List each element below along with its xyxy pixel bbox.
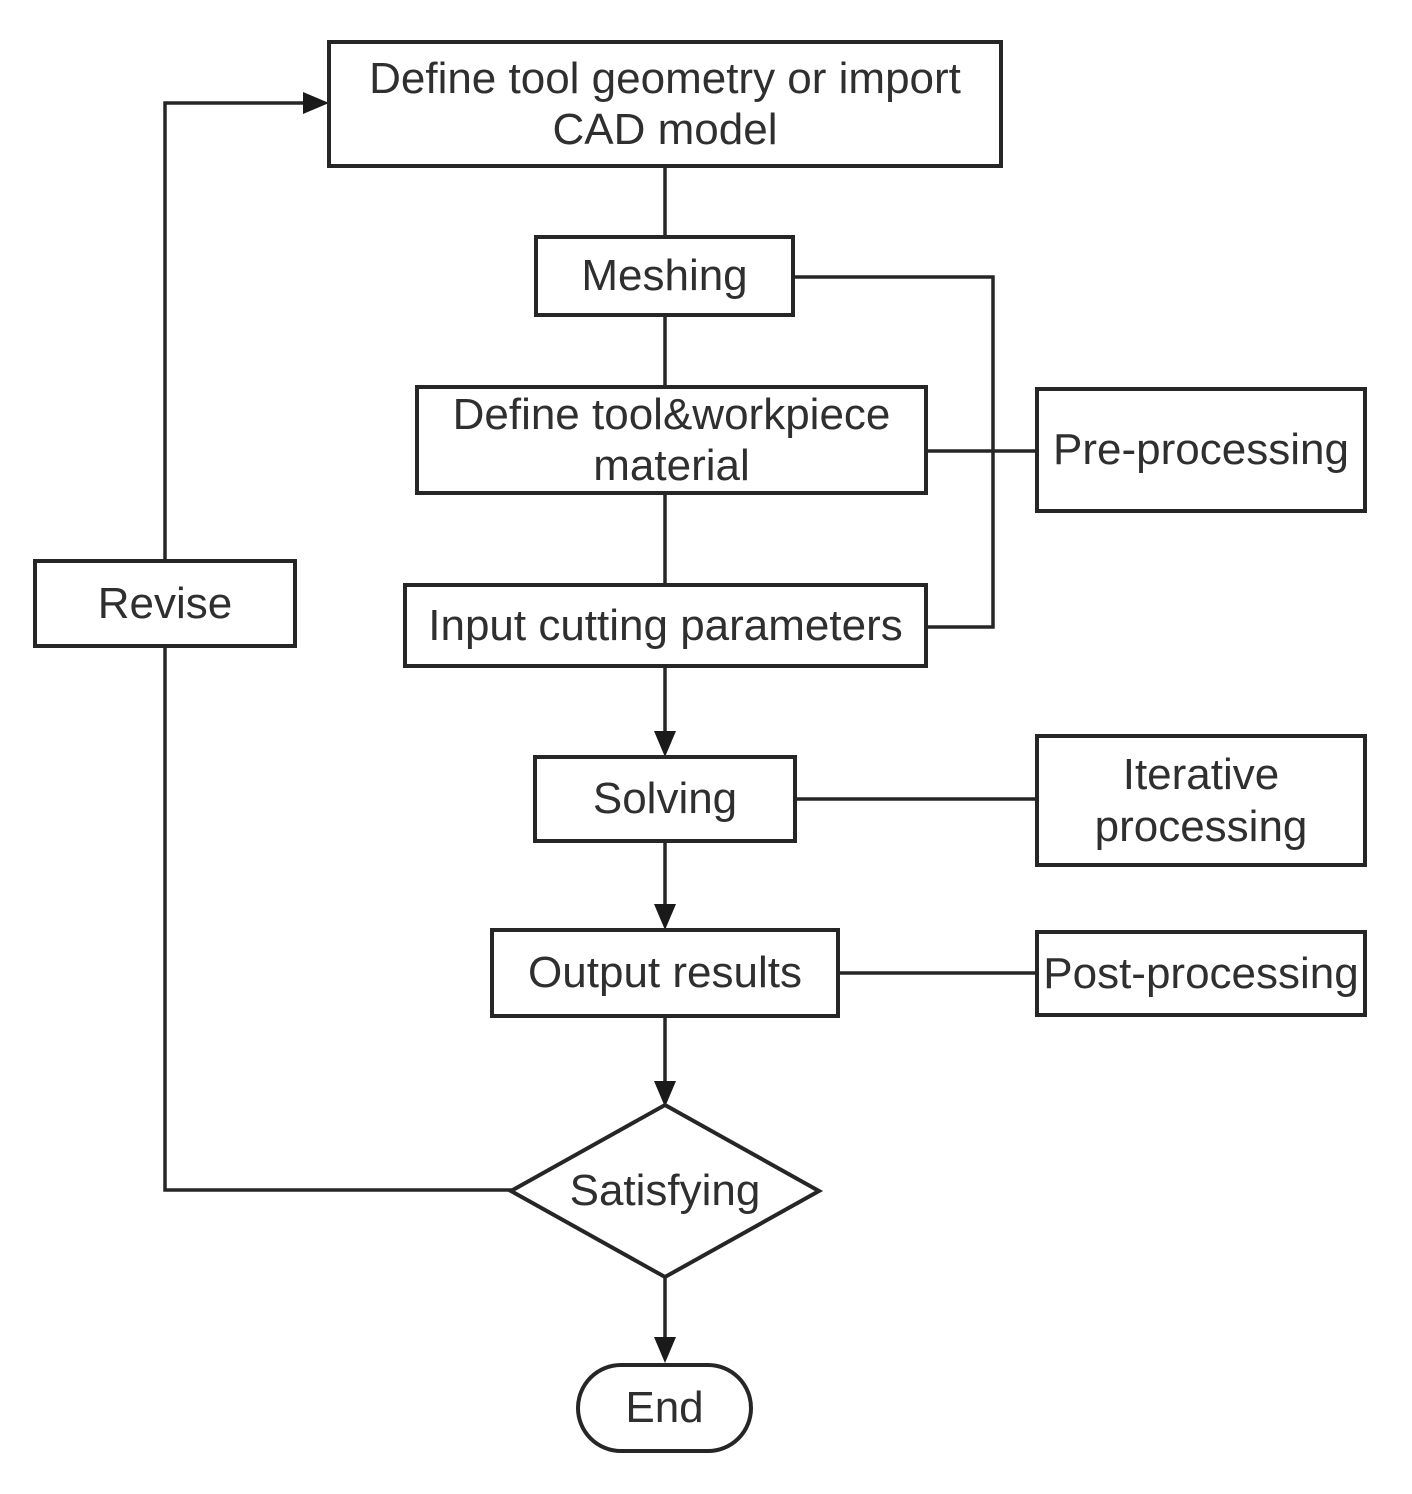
node-solving: Solving [533,755,797,843]
node-meshing-label: Meshing [581,251,748,301]
node-end-terminator-label: End [625,1383,704,1433]
node-define-material-label: Define tool&workpiece material [452,389,891,490]
satisfying-decision-shape [506,1102,824,1280]
node-define-material: Define tool&workpiece material [415,385,928,495]
node-define-tool-geometry-label: Define tool geometry or import CAD model [369,53,961,154]
node-revise: Revise [33,559,297,648]
node-define-tool-geometry: Define tool geometry or import CAD model [327,40,1003,168]
arrowhead-icon [654,1337,676,1363]
node-meshing: Meshing [534,235,795,317]
node-end-terminator: End [576,1363,753,1453]
node-input-cutting-parameters-label: Input cutting parameters [428,600,903,650]
node-output-results: Output results [490,928,840,1018]
arrowhead-icon [654,1081,676,1107]
node-post-processing: Post-processing [1035,930,1367,1017]
node-revise-label: Revise [97,578,233,628]
arrowhead-icon [654,904,676,930]
node-satisfying-decision-label: Satisfying [569,1166,761,1216]
arrowhead-icon [654,731,676,757]
node-input-cutting-parameters: Input cutting parameters [403,583,928,668]
node-satisfying-decision: Satisfying [511,1105,819,1277]
arrowhead-icon [303,92,329,114]
node-iterative-processing: Iterative processing [1035,734,1367,867]
node-solving-label: Solving [592,774,738,824]
node-output-results-label: Output results [528,948,802,998]
node-pre-processing: Pre-processing [1035,387,1367,513]
node-post-processing-label: Post-processing [1043,948,1359,998]
node-iterative-processing-label: Iterative processing [1094,750,1308,851]
node-pre-processing-label: Pre-processing [1053,425,1349,475]
